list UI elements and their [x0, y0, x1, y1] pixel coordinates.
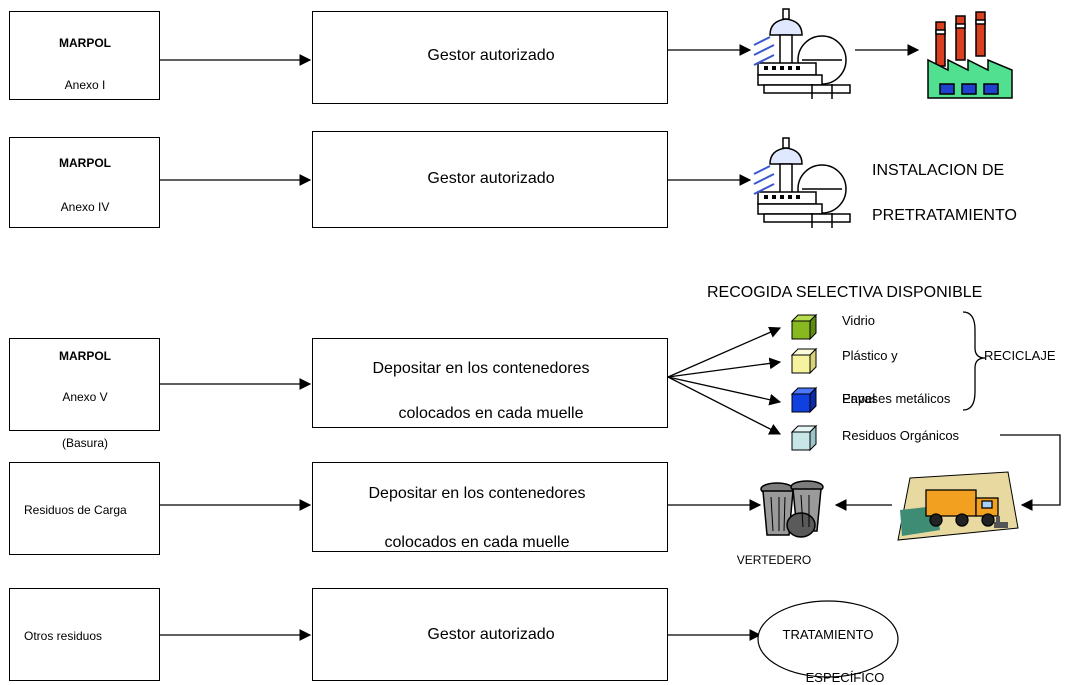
cube-plastic-icon [790, 347, 818, 375]
row2-action-box: Gestor autorizado [312, 131, 668, 228]
row3-action-line2: colocados en cada muelle [398, 405, 584, 422]
row1-title: MARPOL [59, 36, 111, 50]
row4-action-line2: colocados en cada muelle [384, 534, 570, 551]
garbage-truck-icon [897, 471, 1019, 541]
selective-item-metal: Envases metálicos [842, 391, 951, 406]
row1-subtitle: Anexo I [64, 78, 106, 92]
organic-to-truck-line [1000, 434, 1061, 511]
factory-icon [927, 11, 1013, 99]
fan-arrow-3 [667, 376, 782, 406]
result-ellipse [757, 600, 899, 678]
selective-item-organic: Residuos Orgánicos [842, 428, 960, 443]
row1-action: Gestor autorizado [427, 47, 555, 64]
row5-title: Otros residuos [24, 629, 103, 643]
row2-action: Gestor autorizado [427, 170, 555, 187]
reciclaje-brace [962, 311, 986, 411]
selective-header: RECOGIDA SELECTIVA DISPONIBLE [707, 284, 983, 301]
fan-arrow-2 [667, 357, 782, 378]
treatment-plant-icon [753, 8, 851, 99]
selective-item-paper: Papel [842, 391, 876, 406]
trash-bins-icon [760, 480, 824, 538]
row3-source-box: MARPOL Anexo V [9, 338, 160, 431]
row4-result: VERTEDERO [736, 553, 812, 567]
row4-title: Residuos de Carga [24, 503, 127, 517]
row4-source-box: Residuos de Carga [9, 462, 160, 555]
treatment-plant-icon [753, 137, 851, 228]
row3-subtitle: Anexo V [62, 390, 108, 404]
reciclaje-label: RECICLAJE [984, 348, 1056, 363]
row5-result-line1: TRATAMIENTO [782, 627, 874, 642]
row5-source-box: Otros residuos [9, 588, 160, 681]
cube-organic-icon [790, 424, 818, 452]
row2-result-line2: PRETRATAMIENTO [872, 207, 1017, 224]
row3-note: (Basura) [61, 436, 109, 450]
row3-action-line1: Depositar en los contenedores [372, 360, 590, 377]
selective-item-glass: Vidrio [842, 313, 876, 328]
row5-result-line2: ESPECÍFICO [805, 670, 885, 685]
row4-action-line1: Depositar en los contenedores [368, 485, 586, 502]
row1-action-box: Gestor autorizado [312, 11, 668, 104]
row3-action-box: Depositar en los contenedores colocados … [312, 338, 668, 428]
row2-title: MARPOL [59, 156, 111, 170]
row5-action: Gestor autorizado [427, 626, 555, 643]
row4-action-box: Depositar en los contenedores colocados … [312, 462, 668, 552]
row2-subtitle: Anexo IV [60, 200, 110, 214]
cube-paper-icon [790, 386, 818, 414]
selective-item-plastic: Plástico y [842, 348, 898, 363]
row2-result-line1: INSTALACION DE [872, 162, 1005, 179]
row3-title: MARPOL [59, 349, 111, 363]
row5-action-box: Gestor autorizado [312, 588, 668, 681]
fan-arrow-1 [667, 326, 782, 378]
row1-source-box: MARPOL Anexo I [9, 11, 160, 100]
fan-arrow-4 [667, 376, 782, 435]
row2-source-box: MARPOL Anexo IV [9, 137, 160, 228]
cube-glass-icon [790, 313, 818, 341]
